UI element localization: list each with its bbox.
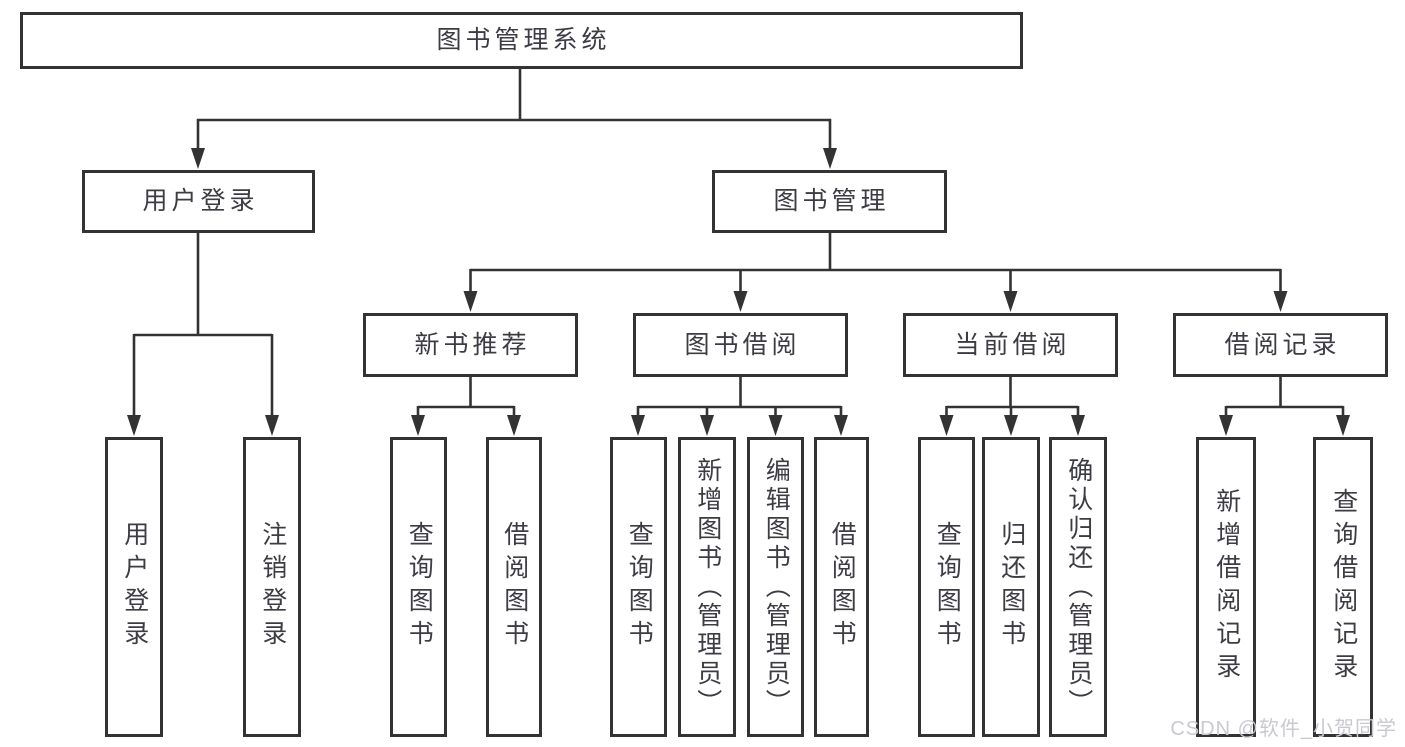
node-leaf-current-query-books-label: 查询图书: [933, 521, 962, 653]
node-leaf-user-login-label: 用户登录: [120, 521, 149, 653]
node-leaf-newbook-borrow-books-label: 借阅图书: [500, 521, 529, 653]
node-leaf-return-books-label: 归还图书: [997, 521, 1026, 653]
node-leaf-newbook-query-books: 查询图书: [390, 437, 447, 737]
node-leaf-add-books-admin: 新增图书（管理员）: [678, 437, 736, 737]
node-leaf-borrow-query-books-label: 查询图书: [625, 521, 654, 653]
csdn-watermark: CSDN @软件_小贺同学: [1170, 718, 1397, 740]
node-book-borrow-label: 图书借阅: [684, 330, 801, 359]
node-leaf-add-borrow-record: 新增借阅记录: [1196, 437, 1256, 737]
node-current-borrow: 当前借阅: [903, 313, 1118, 377]
connector-bookborrow-branch: [631, 376, 848, 436]
node-leaf-borrow-borrow-books: 借阅图书: [814, 437, 869, 737]
node-leaf-query-borrow-record-label: 查询借阅记录: [1329, 488, 1358, 686]
node-leaf-newbook-borrow-books: 借阅图书: [486, 437, 542, 737]
node-current-borrow-label: 当前借阅: [954, 330, 1071, 359]
node-leaf-confirm-return-admin: 确认归还（管理员）: [1049, 437, 1107, 737]
node-new-book-recommend-label: 新书推荐: [414, 330, 531, 359]
node-user-login-label: 用户登录: [142, 187, 259, 215]
node-root-label: 图书管理系统: [436, 26, 611, 54]
node-root: 图书管理系统: [20, 12, 1023, 69]
connector-root-to-level2: [191, 68, 837, 169]
node-leaf-query-borrow-record: 查询借阅记录: [1313, 437, 1373, 737]
node-book-borrow: 图书借阅: [633, 313, 848, 377]
connector-bookmgmt-to-level3: [463, 232, 1288, 312]
node-leaf-edit-books-admin: 编辑图书（管理员）: [747, 437, 804, 737]
node-leaf-return-books: 归还图书: [982, 437, 1040, 737]
connector-newbook-branch: [411, 376, 521, 436]
node-borrow-records: 借阅记录: [1173, 313, 1388, 377]
node-leaf-current-query-books: 查询图书: [918, 437, 975, 737]
node-leaf-confirm-return-admin-label: 确认归还（管理员）: [1064, 456, 1093, 718]
node-book-management-label: 图书管理: [773, 187, 890, 215]
node-leaf-add-borrow-record-label: 新增借阅记录: [1212, 488, 1241, 686]
node-leaf-add-books-admin-label: 新增图书（管理员）: [693, 456, 722, 718]
connector-borrowrecords-branch: [1219, 376, 1350, 436]
node-book-management: 图书管理: [712, 170, 947, 233]
node-leaf-edit-books-admin-label: 编辑图书（管理员）: [762, 456, 791, 718]
node-leaf-borrow-query-books: 查询图书: [610, 437, 667, 737]
node-leaf-user-login: 用户登录: [105, 437, 163, 737]
node-user-login: 用户登录: [82, 170, 315, 233]
node-new-book-recommend: 新书推荐: [363, 313, 578, 377]
node-leaf-newbook-query-books-label: 查询图书: [405, 521, 434, 653]
connector-userlogin-branch: [127, 232, 279, 436]
node-leaf-logout-label: 注销登录: [258, 521, 287, 653]
node-leaf-borrow-borrow-books-label: 借阅图书: [828, 521, 857, 653]
node-borrow-records-label: 借阅记录: [1224, 330, 1341, 359]
node-leaf-logout: 注销登录: [243, 437, 301, 737]
connector-currentborrow-branch: [939, 376, 1085, 436]
